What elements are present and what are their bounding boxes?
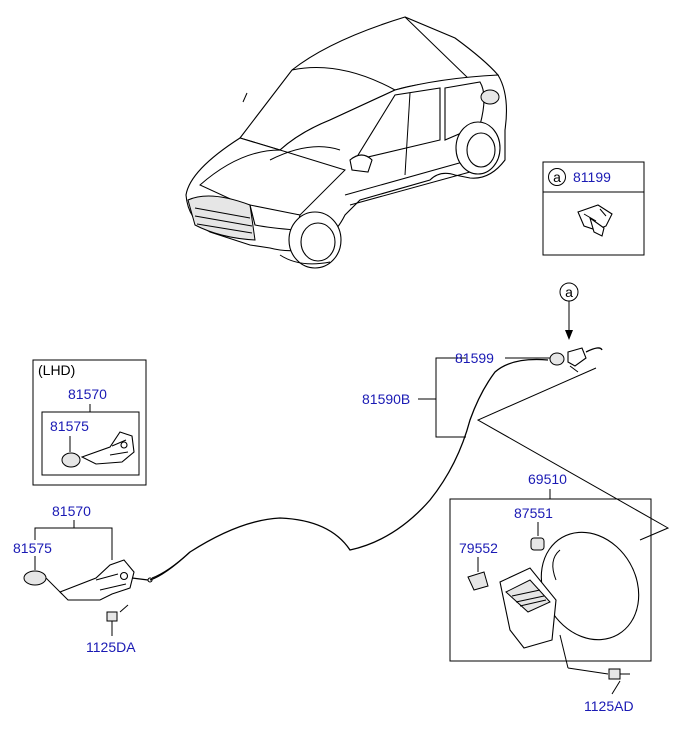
part-number-81590B: 81590B — [362, 391, 410, 407]
clip-part-drawing — [577, 204, 613, 237]
screw-1125AD: 1125AD — [584, 668, 634, 714]
callout-circle-a — [548, 168, 566, 186]
lhd-actuator-drawing — [61, 431, 135, 468]
cable-assembly-81590B: 81590B 81599 a — [362, 282, 670, 541]
cable-cap-drawing — [549, 347, 603, 373]
actuator-drawing — [23, 559, 153, 601]
part-number-79552: 79552 — [459, 540, 498, 556]
part-number-69510: 69510 — [528, 471, 567, 487]
part-number-1125AD: 1125AD — [584, 698, 634, 714]
part-number-1125DA: 1125DA — [86, 639, 136, 655]
housing-drawing — [467, 567, 557, 649]
bumper-drawing — [530, 537, 545, 551]
main-assembly-81570: 81570 81575 1125DA — [13, 503, 153, 655]
release-cable — [149, 358, 549, 581]
callout-mark: a — [553, 169, 561, 185]
part-number-81199: 81199 — [573, 169, 611, 185]
screw-1125DA-drawing — [106, 604, 129, 636]
fuel-door-assembly-69510: 69510 87551 79552 — [449, 471, 652, 675]
reference-box-81199: a 81199 — [542, 161, 645, 256]
part-number-81599: 81599 — [455, 350, 494, 366]
lhd-heading: (LHD) — [38, 362, 75, 378]
part-number-81570-lhd: 81570 — [68, 386, 107, 402]
car-illustration — [185, 16, 507, 269]
part-number-81575-lhd: 81575 — [50, 418, 89, 434]
callout-mark-cable: a — [565, 284, 573, 300]
part-number-81575-main: 81575 — [13, 540, 52, 556]
part-number-87551: 87551 — [514, 505, 553, 521]
lhd-box: (LHD) 81570 81575 — [32, 359, 147, 486]
part-number-81570-main: 81570 — [52, 503, 91, 519]
